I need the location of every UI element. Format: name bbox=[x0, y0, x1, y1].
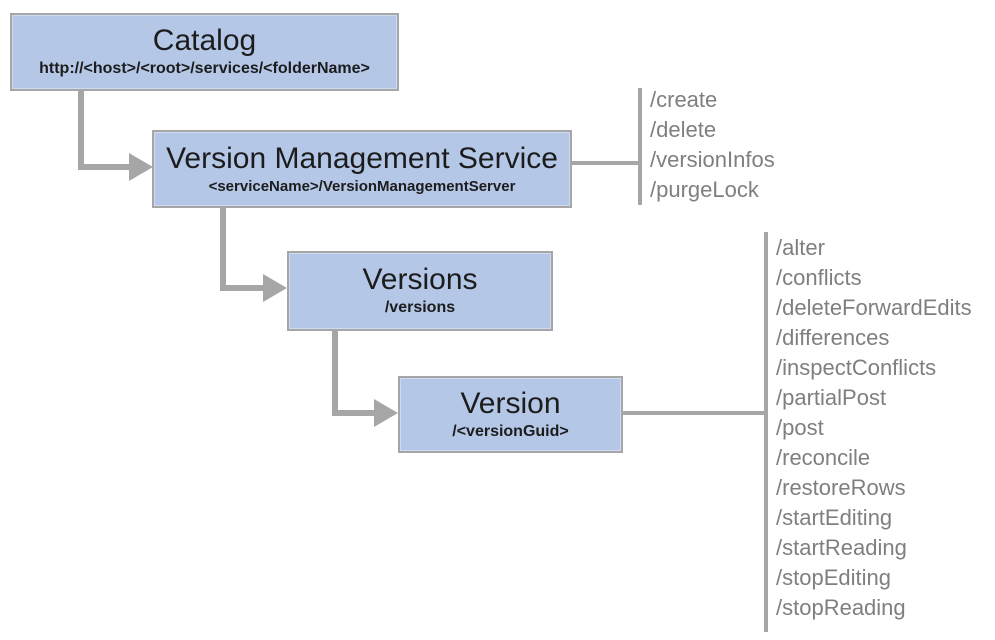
operation-item: /restoreRows bbox=[776, 475, 906, 500]
node-version-management-service: Version Management Service <serviceName>… bbox=[152, 130, 572, 208]
operation-item: /stopReading bbox=[776, 595, 906, 620]
vms-operations-list: /create /delete /versionInfos /purgeLock bbox=[650, 85, 775, 205]
operation-item: /deleteForwardEdits bbox=[776, 295, 972, 320]
node-catalog-title: Catalog bbox=[152, 24, 257, 58]
node-version-url: /<versionGuid> bbox=[452, 422, 569, 440]
node-versions-url: /versions bbox=[384, 299, 456, 317]
version-operations-connector bbox=[623, 411, 764, 415]
operation-item: /versionInfos bbox=[650, 147, 775, 172]
arrowhead-icon bbox=[129, 153, 153, 181]
connector-versions-version-vertical bbox=[332, 330, 338, 416]
operation-item: /post bbox=[776, 415, 824, 440]
vms-operations-connector bbox=[572, 161, 638, 165]
node-vms-title: Version Management Service bbox=[166, 141, 558, 175]
connector-catalog-vms-horizontal bbox=[78, 164, 130, 170]
node-catalog: Catalog http://<host>/<root>/services/<f… bbox=[10, 13, 399, 91]
operation-item: /alter bbox=[776, 235, 825, 260]
version-operations-bracket bbox=[764, 232, 768, 632]
node-versions: Versions /versions bbox=[287, 251, 553, 331]
node-versions-title: Versions bbox=[362, 263, 478, 297]
operation-item: /delete bbox=[650, 117, 717, 142]
node-version-title: Version bbox=[460, 386, 561, 420]
node-catalog-url: http://<host>/<root>/services/<folderNam… bbox=[39, 60, 370, 78]
node-version: Version /<versionGuid> bbox=[398, 376, 623, 453]
operation-item: /conflicts bbox=[776, 265, 862, 290]
connector-versions-version-horizontal bbox=[332, 410, 375, 416]
operation-item: /startReading bbox=[776, 535, 907, 560]
operation-item: /stopEditing bbox=[776, 565, 891, 590]
version-operations-list: /alter /conflicts /deleteForwardEdits /d… bbox=[776, 233, 972, 623]
vms-operations-bracket bbox=[638, 88, 642, 205]
arrowhead-icon bbox=[263, 274, 287, 302]
connector-vms-versions-horizontal bbox=[220, 285, 264, 291]
connector-catalog-vms-vertical bbox=[78, 91, 84, 170]
operation-item: /differences bbox=[776, 325, 890, 350]
connector-vms-versions-vertical bbox=[220, 207, 226, 291]
operation-item: /inspectConflicts bbox=[776, 355, 937, 380]
node-vms-url: <serviceName>/VersionManagementServer bbox=[208, 177, 516, 195]
operation-item: /reconcile bbox=[776, 445, 871, 470]
operation-item: /create bbox=[650, 87, 718, 112]
operation-item: /startEditing bbox=[776, 505, 893, 530]
arrowhead-icon bbox=[374, 399, 398, 427]
operation-item: /purgeLock bbox=[650, 177, 759, 202]
operation-item: /partialPost bbox=[776, 385, 887, 410]
